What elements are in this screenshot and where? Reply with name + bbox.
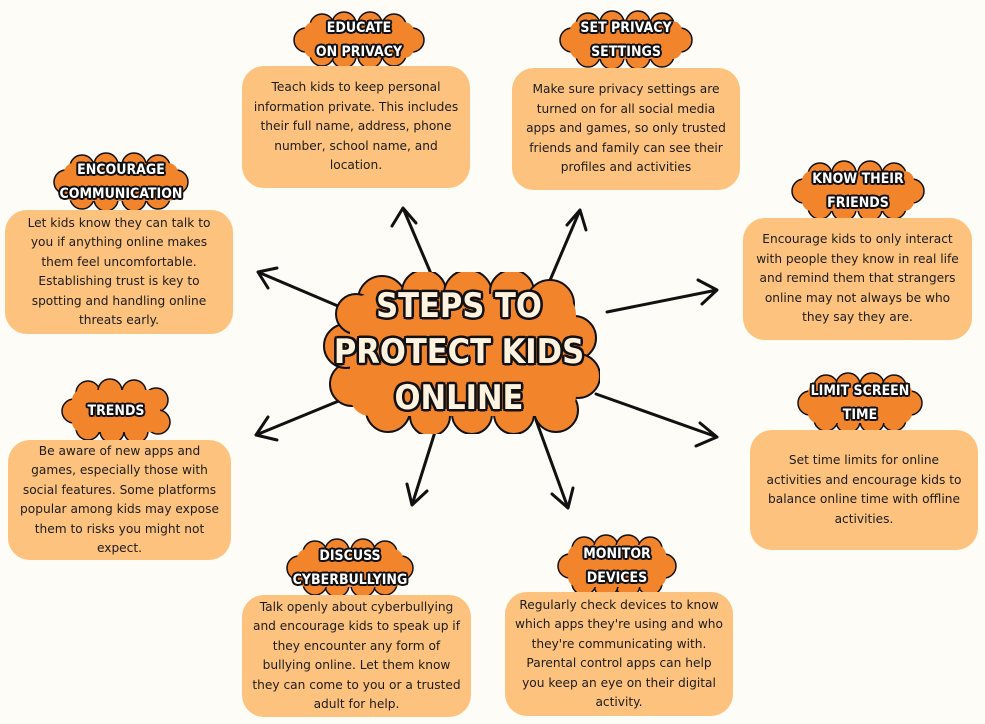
step-cyberbullying-title: DISCUSS CYBERBULLYING [292, 548, 408, 588]
center-cloud [323, 272, 600, 434]
arrow-to-monitor [534, 418, 575, 510]
arrow-to-screen-time [594, 392, 719, 448]
arrow-to-trends [254, 396, 348, 442]
cloud-badge-icon [791, 160, 925, 222]
step-privacy-settings-card: Make sure privacy settings are turned on… [512, 68, 740, 190]
step-screen-time-card: Set time limits for online activities an… [750, 430, 978, 550]
cloud-badge-icon [61, 378, 171, 444]
step-know-friends-title: KNOW THEIR FRIENDS [812, 171, 904, 211]
cloud-badge-icon [286, 538, 414, 598]
step-cyberbullying-title-badge: DISCUSS CYBERBULLYING [285, 538, 415, 598]
cloud-badge-icon [559, 10, 693, 70]
cloud-badge-icon [557, 534, 677, 598]
step-cyberbullying-text: Talk openly about cyberbullying and enco… [252, 599, 461, 712]
step-monitor-text: Regularly check devices to know which ap… [515, 597, 723, 710]
step-screen-time-title: LIMIT SCREEN TIME [810, 383, 910, 423]
step-educate-title-badge: EDUCATE ON PRIVACY [292, 11, 426, 69]
step-know-friends-title-badge: KNOW THEIR FRIENDS [790, 160, 926, 222]
step-cyberbullying-card: Talk openly about cyberbullying and enco… [242, 595, 471, 717]
step-trends-card: Be aware of new apps and games, especial… [8, 440, 231, 560]
cloud-badge-icon [797, 372, 923, 434]
arrow-to-communication [256, 266, 354, 314]
arrow-to-know-friends [605, 278, 719, 314]
step-know-friends-text: Encourage kids to only interact with peo… [756, 232, 959, 325]
step-monitor-title-badge: MONITOR DEVICES [556, 534, 678, 598]
step-educate-text: Teach kids to keep personal information … [253, 80, 459, 173]
step-trends-text: Be aware of new apps and games, especial… [20, 443, 219, 556]
cloud-badge-icon [53, 152, 189, 212]
arrow-to-educate [390, 206, 434, 278]
step-educate-card: Teach kids to keep personal information … [242, 66, 470, 188]
step-trends-title: TRENDS [87, 403, 145, 419]
step-educate-title: EDUCATE ON PRIVACY [315, 20, 403, 60]
arrow-to-privacy-settings [546, 208, 588, 287]
step-privacy-settings-title: SET PRIVACY SETTINGS [580, 20, 672, 60]
step-monitor-card: Regularly check devices to know which ap… [505, 592, 733, 716]
step-screen-time-text: Set time limits for online activities an… [766, 453, 962, 526]
step-know-friends-card: Encourage kids to only interact with peo… [743, 218, 972, 340]
step-screen-time-title-badge: LIMIT SCREEN TIME [796, 372, 924, 434]
step-communication-title-badge: ENCOURAGE COMMUNICATION [52, 152, 190, 212]
step-communication-text: Let kids know they can talk to you if an… [27, 215, 211, 328]
center-title: STEPS TO PROTECT KIDS ONLINE [333, 286, 585, 418]
step-privacy-settings-title-badge: SET PRIVACY SETTINGS [558, 10, 694, 70]
step-privacy-settings-text: Make sure privacy settings are turned on… [526, 82, 726, 175]
step-communication-title: ENCOURAGE COMMUNICATION [59, 162, 183, 202]
step-trends-title-badge: TRENDS [60, 378, 172, 444]
cloud-badge-icon [293, 11, 425, 69]
step-monitor-title: MONITOR DEVICES [583, 546, 651, 586]
step-communication-card: Let kids know they can talk to you if an… [5, 210, 233, 334]
